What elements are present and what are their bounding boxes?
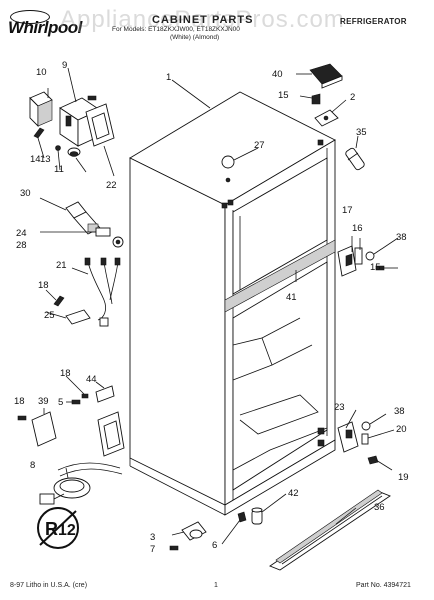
r12-refrigerant-logo: R 12 <box>37 507 79 549</box>
leader-lines <box>37 67 399 549</box>
callout-35: 35 <box>356 127 367 138</box>
callout-2: 2 <box>350 92 355 103</box>
screw-7 <box>169 545 179 551</box>
callout-9: 9 <box>62 60 67 71</box>
callout-18: 18 <box>14 396 25 407</box>
hinge-pin-35 <box>345 147 365 171</box>
top-hinge-bracket <box>314 109 339 127</box>
svg-text:R: R <box>45 519 58 539</box>
callout-22: 22 <box>106 180 117 191</box>
callout-11: 11 <box>54 164 64 175</box>
hinge-pin-16 <box>354 247 363 265</box>
callout-19: 19 <box>398 472 409 483</box>
whirlpool-logo-swoosh-icon <box>10 10 50 24</box>
center-hinge-bracket-17 <box>337 245 357 277</box>
callout-5: 5 <box>58 397 63 408</box>
callout-25: 25 <box>44 310 55 321</box>
grommet-28 <box>112 236 124 248</box>
pin-20 <box>361 433 369 445</box>
callout-6: 6 <box>212 540 217 551</box>
junction-box-cover <box>97 411 125 457</box>
leveling-leg-42 <box>251 507 263 525</box>
callout-36: 36 <box>374 502 385 513</box>
bottom-hinge-23 <box>337 421 359 453</box>
svg-text:12: 12 <box>58 522 76 539</box>
washer-38-bottom <box>361 421 371 431</box>
callout-21: 21 <box>56 260 67 271</box>
callout-7: 7 <box>150 544 155 555</box>
screw-19 <box>367 455 393 471</box>
wire-harness-21 <box>84 257 121 327</box>
screw-8b <box>87 95 97 101</box>
power-cord-9 <box>39 462 123 505</box>
screw-14 <box>33 127 45 139</box>
callout-20: 20 <box>396 424 407 435</box>
bracket-44 <box>95 385 115 403</box>
callout-15: 15 <box>278 90 289 101</box>
switch-plunger-24 <box>40 227 111 237</box>
color-variants: (White) (Almond) <box>170 34 220 41</box>
watermark: AppliancePartsPros.com <box>60 6 345 33</box>
callout-18: 18 <box>60 368 71 379</box>
callout-18: 18 <box>38 280 49 291</box>
footer-page-number: 1 <box>214 582 218 589</box>
brand-logo: Whirlpool <box>8 18 82 37</box>
callout-44: 44 <box>86 374 97 385</box>
callout-17: 17 <box>342 205 353 216</box>
callout-41: 41 <box>286 292 297 303</box>
top-hinge-cover <box>309 63 343 89</box>
callout-13: 13 <box>40 154 51 165</box>
model-numbers: For Models: ET18ZKXJW00, ET18ZKXJN00 <box>112 26 240 33</box>
screw-5 <box>71 399 81 405</box>
screw-18-left <box>17 415 27 421</box>
callout-14: 14 <box>30 154 41 165</box>
footer-print-info: 8-97 Litho in U.S.A. (cre) <box>10 582 88 589</box>
washer-38-top <box>365 251 375 261</box>
screw-18-mid <box>53 295 65 307</box>
callout-1: 1 <box>166 72 171 83</box>
footer-part-number: Part No. 4394721 <box>356 582 411 589</box>
hinge-screw-15-top <box>311 93 321 105</box>
thermostat-10 <box>29 91 53 128</box>
toe-grille-36 <box>269 489 391 571</box>
callout-16: 16 <box>352 223 363 234</box>
callout-38: 38 <box>396 232 407 243</box>
screw-6 <box>237 511 247 523</box>
light-switch-30 <box>65 201 101 235</box>
screw-18-lower <box>81 393 89 399</box>
knob-11 <box>67 147 81 157</box>
screw-13 <box>55 145 61 151</box>
appliance-category: REFRIGERATOR <box>340 17 407 26</box>
callout-15: 15 <box>370 262 381 273</box>
callout-3: 3 <box>150 532 155 543</box>
callout-numbers: 1235678910111314151516171818181920212223… <box>14 60 409 555</box>
callout-38: 38 <box>394 406 405 417</box>
roller-3 <box>181 521 207 541</box>
callout-42: 42 <box>288 488 299 499</box>
screw-15-center <box>375 265 398 271</box>
callout-28: 28 <box>16 240 27 251</box>
callout-40: 40 <box>272 69 283 80</box>
cover-39 <box>31 411 57 447</box>
callout-24: 24 <box>16 228 27 239</box>
refrigerator-cabinet <box>129 91 336 516</box>
callout-30: 30 <box>20 188 31 199</box>
callout-39: 39 <box>38 396 49 407</box>
light-bulb-socket-22 <box>85 103 115 147</box>
callout-23: 23 <box>334 402 345 413</box>
clip-25 <box>65 309 91 325</box>
caster-screw-top <box>221 155 235 183</box>
callout-10: 10 <box>36 67 47 78</box>
page-title: CABINET PARTS <box>152 14 254 26</box>
callout-8: 8 <box>30 460 35 471</box>
callout-27: 27 <box>254 140 265 151</box>
